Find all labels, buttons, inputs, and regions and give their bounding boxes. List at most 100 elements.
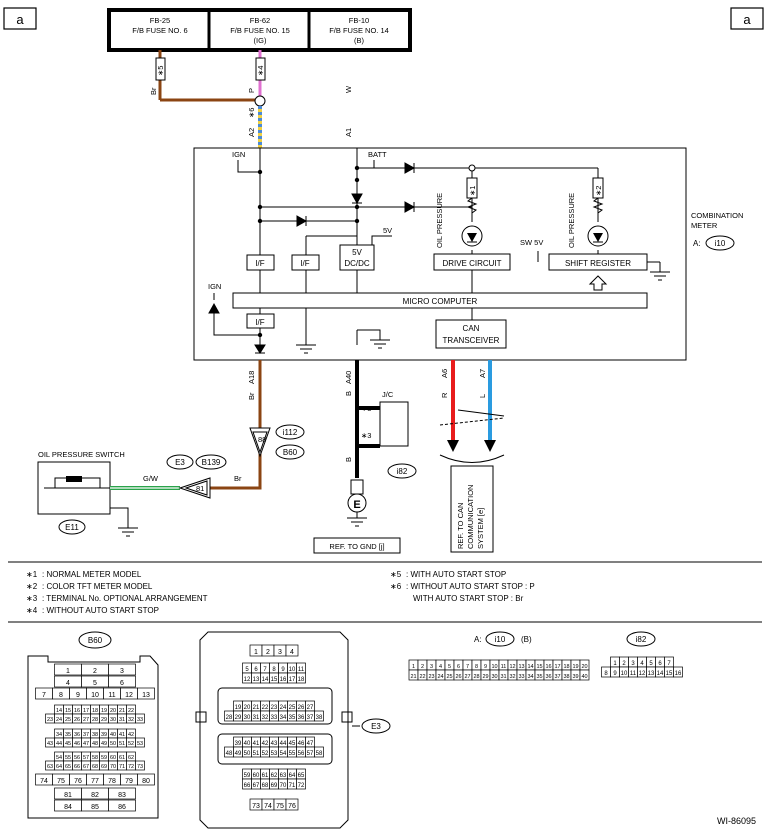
fuse-1-desc: F/B FUSE NO. 6 bbox=[132, 26, 187, 35]
pin-label: 22 bbox=[262, 705, 269, 711]
pin-label: 40 bbox=[110, 732, 116, 738]
pin-label: 24 bbox=[280, 705, 287, 711]
fuse-1-name: FB-25 bbox=[150, 16, 170, 25]
dcdc-label-1: 5V bbox=[352, 248, 362, 257]
pin-label: 62 bbox=[128, 755, 134, 761]
pin-label: 85 bbox=[91, 804, 99, 811]
pin-label: 14 bbox=[56, 708, 62, 714]
pin-label: 13 bbox=[253, 677, 260, 683]
pin-label: 33 bbox=[271, 715, 278, 721]
pin-label: 23 bbox=[428, 674, 434, 680]
pin-label: 57 bbox=[307, 751, 314, 757]
pin-label: 63 bbox=[47, 764, 53, 770]
fuse-2-desc: F/B FUSE NO. 15 bbox=[230, 26, 290, 35]
pin-label: 12 bbox=[509, 664, 515, 670]
if-label-2: I/F bbox=[300, 259, 309, 268]
ref-can-box bbox=[450, 465, 494, 553]
pin-label: 49 bbox=[101, 741, 107, 747]
drive-circuit-block bbox=[433, 253, 511, 271]
pin-label: 39 bbox=[235, 741, 242, 747]
pin-label: 26 bbox=[74, 717, 80, 723]
pin-label: 11 bbox=[501, 664, 507, 670]
pin-label: 27 bbox=[83, 717, 89, 723]
pin-label: 29 bbox=[482, 674, 488, 680]
pin-label: 41 bbox=[119, 732, 125, 738]
node-7 bbox=[257, 332, 263, 338]
pin-label: 8 bbox=[475, 664, 478, 670]
pin-label: 7 bbox=[667, 661, 671, 667]
pin-label: 7 bbox=[263, 667, 267, 673]
pin-label: 60 bbox=[253, 773, 260, 779]
pin-label: 20 bbox=[581, 664, 587, 670]
label-p: P bbox=[247, 88, 256, 93]
pin-label: 45 bbox=[65, 741, 71, 747]
pin-label: 76 bbox=[74, 778, 82, 785]
meter-title-2: METER bbox=[691, 221, 718, 230]
pin-cell bbox=[285, 644, 299, 657]
pin-label: 68 bbox=[92, 764, 98, 770]
pin-label: 70 bbox=[280, 783, 287, 789]
pin-label: 72 bbox=[298, 783, 305, 789]
pin-label: 37 bbox=[307, 715, 314, 721]
pin-label: 53 bbox=[271, 751, 278, 757]
if-block-1 bbox=[246, 254, 275, 271]
pin-label: 86 bbox=[118, 804, 126, 811]
pin-label: 61 bbox=[119, 755, 125, 761]
pin-label: 40 bbox=[581, 674, 587, 680]
pin-label: 38 bbox=[563, 674, 569, 680]
pin-label: 22 bbox=[128, 708, 134, 714]
pin-label: 44 bbox=[280, 741, 287, 747]
combination-meter-box bbox=[193, 147, 687, 361]
pin-label: 15 bbox=[666, 671, 673, 677]
pin-label: 80 bbox=[142, 778, 150, 785]
pin-label: 38 bbox=[92, 732, 98, 738]
pin-label: 72 bbox=[128, 764, 134, 770]
pin-label: 32 bbox=[262, 715, 269, 721]
svg-text:∗5: ∗5 bbox=[390, 570, 402, 579]
pin-label: 63 bbox=[280, 773, 287, 779]
pin-label: 50 bbox=[110, 741, 116, 747]
pin-cell bbox=[314, 710, 324, 722]
pin-label: 19 bbox=[572, 664, 578, 670]
pin-label: 24 bbox=[437, 674, 443, 680]
pin-label: 74 bbox=[40, 778, 48, 785]
oil-switch-title: OIL PRESSURE SWITCH bbox=[38, 450, 125, 459]
pin-88: 88 bbox=[258, 435, 266, 444]
meter-conn-prefix: A: bbox=[693, 239, 701, 248]
pin-label: 23 bbox=[271, 705, 278, 711]
pin-label: 2 bbox=[421, 664, 424, 670]
pin-label: 33 bbox=[137, 717, 143, 723]
pin-label: 29 bbox=[101, 717, 107, 723]
pin-label: 67 bbox=[253, 783, 260, 789]
pin-cell bbox=[135, 760, 145, 771]
pin-label: 12 bbox=[244, 677, 251, 683]
pin-label: 32 bbox=[128, 717, 134, 723]
tag-i112-label: i112 bbox=[283, 428, 298, 437]
label-a18: A18 bbox=[247, 371, 256, 384]
pin-label: 30 bbox=[491, 674, 497, 680]
pin-label: 9 bbox=[613, 671, 617, 677]
shift-register-block bbox=[548, 253, 648, 271]
tag-e11-label: E11 bbox=[65, 523, 79, 532]
pin-cell bbox=[137, 687, 155, 700]
pin-cell bbox=[108, 799, 136, 812]
pin-label: 16 bbox=[280, 677, 287, 683]
pin-label: 6 bbox=[120, 680, 124, 687]
svg-text:: WITHOUT AUTO START STOP: : WITHOUT AUTO START STOP bbox=[42, 606, 159, 615]
svg-text:∗2: ∗2 bbox=[26, 582, 38, 591]
pin-label: 11 bbox=[298, 667, 305, 673]
tag-e3-label: E3 bbox=[175, 458, 185, 467]
node-1 bbox=[257, 169, 263, 175]
pin-label: 65 bbox=[65, 764, 71, 770]
pin-label: 30 bbox=[244, 715, 251, 721]
pin-label: 34 bbox=[527, 674, 533, 680]
label-a40: A40 bbox=[344, 371, 353, 384]
pin-label: 15 bbox=[65, 708, 71, 714]
pin-cell bbox=[108, 787, 136, 800]
label-a6: A6 bbox=[440, 369, 449, 378]
fuse-3-type: (B) bbox=[354, 36, 365, 45]
pin-label: 43 bbox=[47, 741, 53, 747]
pin-label: 15 bbox=[536, 664, 542, 670]
pin-label: 18 bbox=[92, 708, 98, 714]
